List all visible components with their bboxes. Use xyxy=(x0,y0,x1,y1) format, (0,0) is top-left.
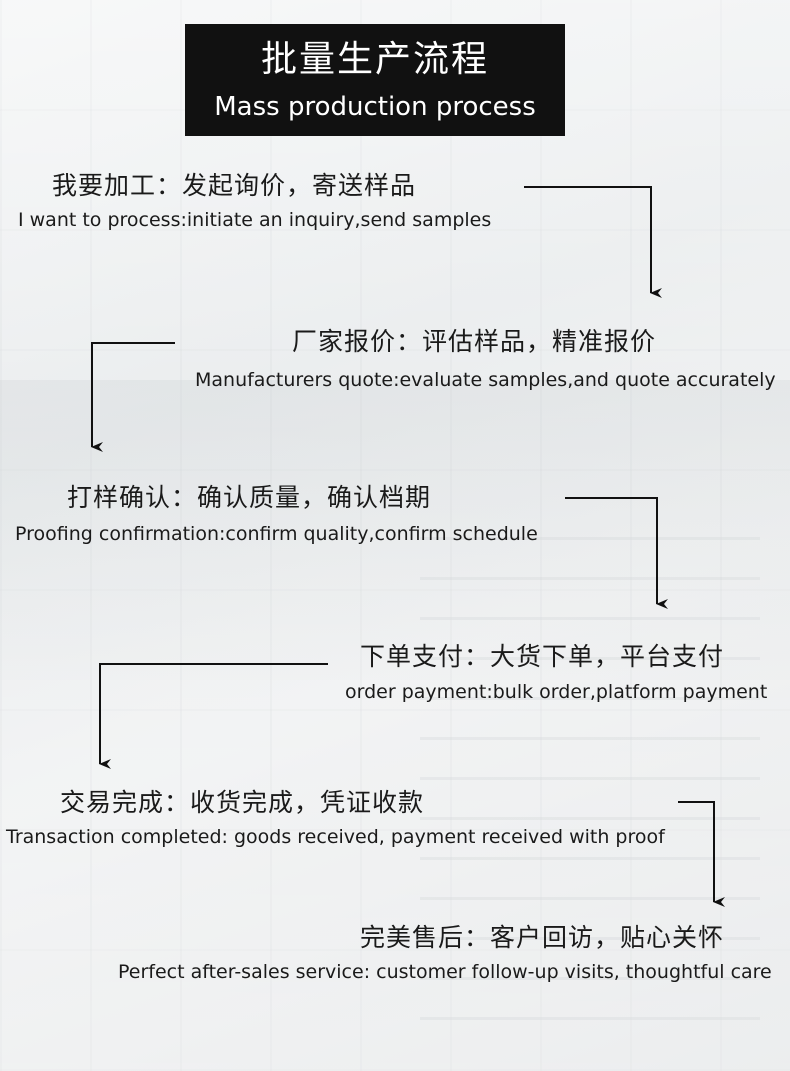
title-english: Mass production process xyxy=(214,92,536,122)
step-3-chinese: 打样确认：确认质量，确认档期 xyxy=(67,483,432,512)
title-banner: 批量生产流程 Mass production process xyxy=(185,24,565,136)
step-1-english: I want to process:initiate an inquiry,se… xyxy=(18,209,492,231)
step-3-english: Proofing confirmation:confirm quality,co… xyxy=(15,523,538,545)
step-6-english: Perfect after-sales service: customer fo… xyxy=(118,961,772,983)
step-2-chinese: 厂家报价：评估样品，精准报价 xyxy=(292,327,657,356)
arrow-step-1-to-2 xyxy=(524,186,662,298)
step-2-english: Manufacturers quote:evaluate samples,and… xyxy=(195,369,776,391)
step-1-chinese: 我要加工：发起询价，寄送样品 xyxy=(52,171,417,200)
step-5-english: Transaction completed: goods received, p… xyxy=(6,826,665,848)
arrow-step-2-to-3 xyxy=(91,342,175,452)
arrow-step-4-to-5 xyxy=(99,663,328,769)
arrow-step-3-to-4 xyxy=(565,497,668,609)
title-chinese: 批量生产流程 xyxy=(260,39,489,80)
step-6-chinese: 完美售后：客户回访，贴心关怀 xyxy=(360,923,725,952)
step-5-chinese: 交易完成：收货完成，凭证收款 xyxy=(60,788,425,817)
arrow-step-5-to-6 xyxy=(678,801,725,907)
step-4-chinese: 下单支付：大货下单，平台支付 xyxy=(360,642,725,671)
step-4-english: order payment:bulk order,platform paymen… xyxy=(345,681,768,703)
